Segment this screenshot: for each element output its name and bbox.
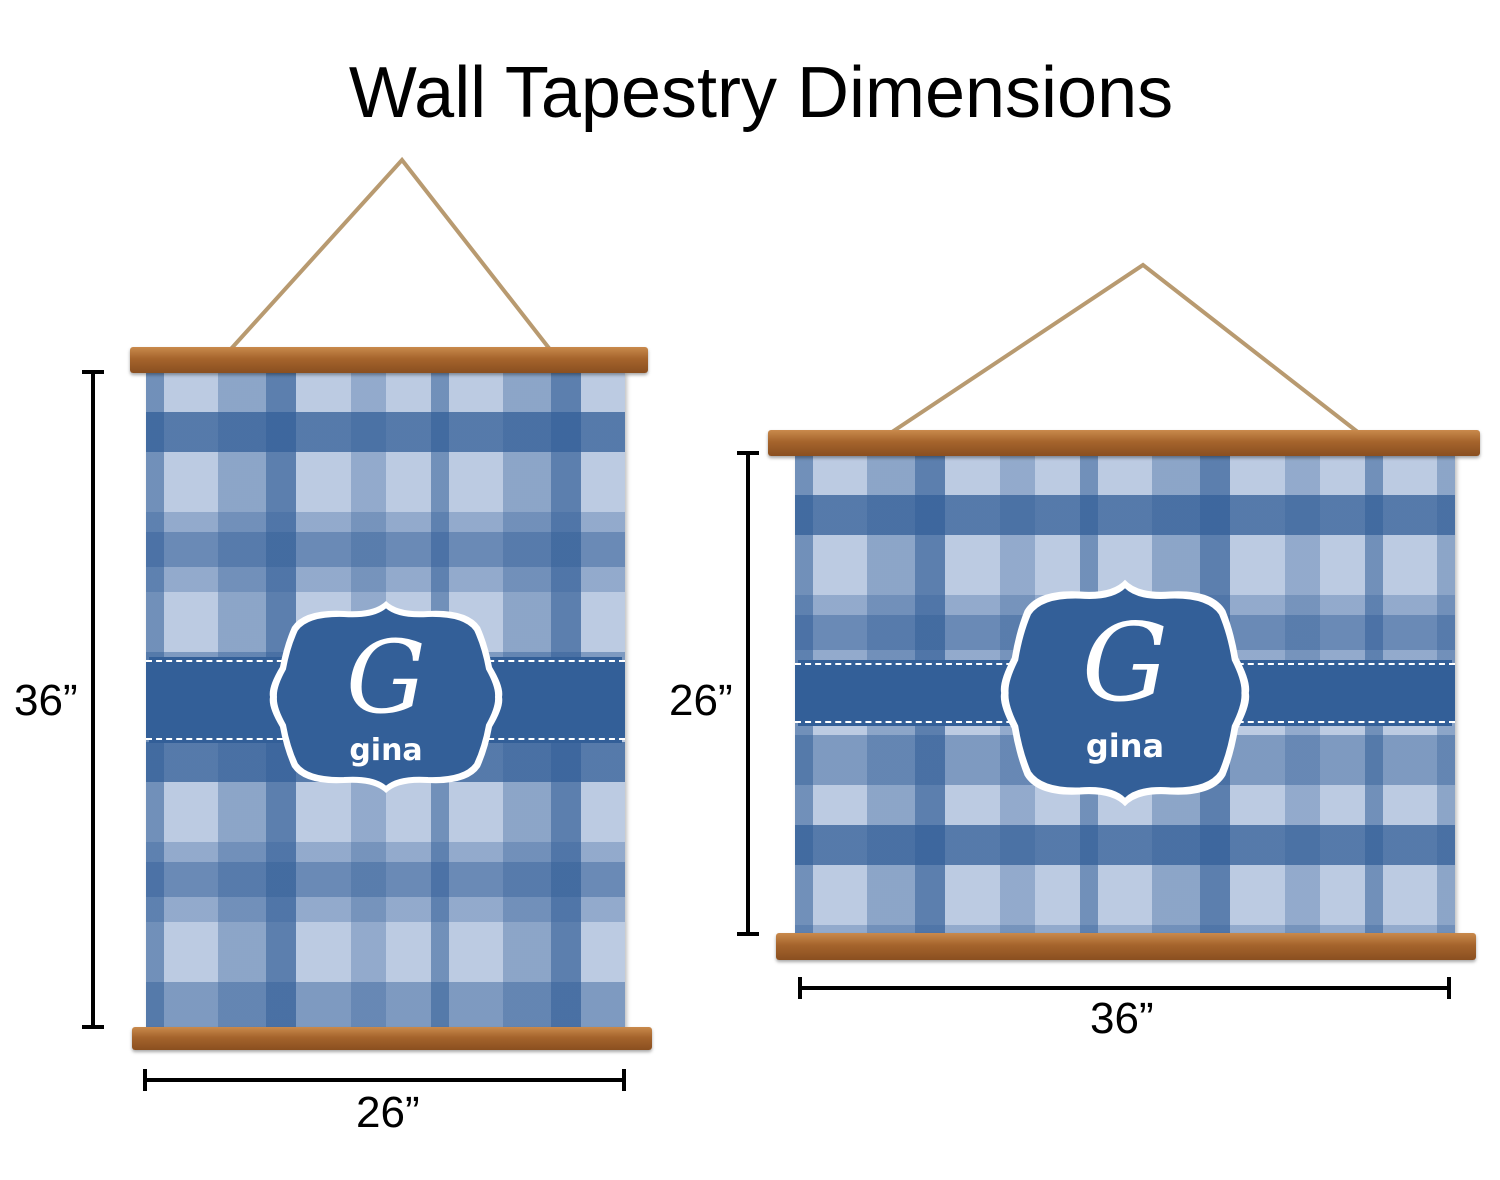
monogram-letter: G — [346, 619, 426, 736]
monogram-letter: G — [1081, 601, 1169, 726]
bottom-wood-rod — [132, 1027, 652, 1050]
badge-frame-icon — [1000, 579, 1250, 807]
badge-frame-icon — [269, 601, 503, 793]
top-wood-rod — [768, 430, 1480, 456]
monogram-badge: G gina — [999, 575, 1251, 811]
monogram-name: gina — [1085, 727, 1165, 765]
monogram-badge: G gina — [268, 597, 504, 797]
plaid-fabric: G gina — [795, 455, 1455, 935]
bottom-wood-rod — [776, 933, 1476, 960]
height-label: 26” — [669, 676, 733, 725]
plaid-fabric: G gina — [146, 372, 625, 1028]
page-title: Wall Tapestry Dimensions — [348, 53, 1174, 133]
monogram-name: gina — [349, 733, 423, 768]
height-label: 36” — [14, 676, 78, 725]
width-label: 36” — [1090, 994, 1154, 1043]
top-wood-rod — [130, 347, 648, 373]
width-label: 26” — [356, 1088, 420, 1137]
